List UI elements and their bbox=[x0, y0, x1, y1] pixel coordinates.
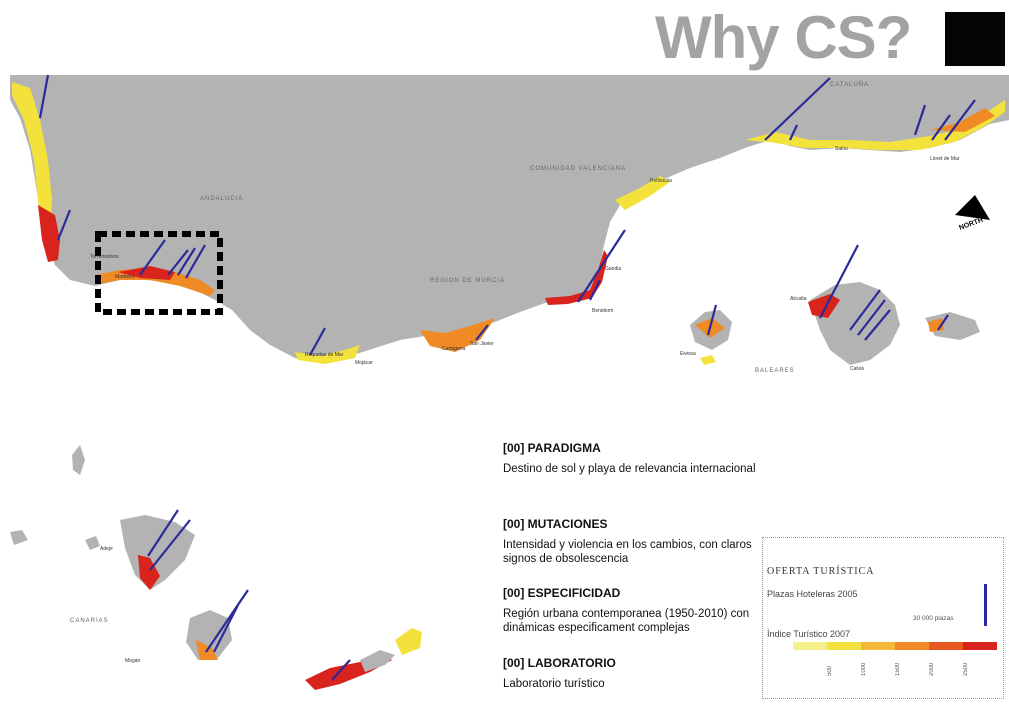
legend-bar-symbol bbox=[984, 584, 987, 626]
section-body: Intensidad y violencia en los cambios, c… bbox=[503, 539, 752, 565]
place-salou: Salou bbox=[835, 146, 848, 152]
north-arrow: NORTH bbox=[955, 195, 990, 232]
place-peniscola: Peñíscola bbox=[650, 178, 672, 184]
island-hierro bbox=[10, 530, 28, 545]
mainland-spain bbox=[10, 75, 1009, 362]
place-manga: San Javier bbox=[470, 341, 494, 347]
section-heading: [00] PARADIGMA bbox=[503, 441, 601, 455]
coast-strip-murcia bbox=[420, 318, 495, 352]
place-roquetas: Roquetas de Mar bbox=[305, 352, 344, 358]
legend-plazas-value: 30 000 plazas bbox=[913, 615, 954, 622]
island-tenerife-coast bbox=[138, 555, 160, 590]
ramp-step bbox=[793, 642, 827, 650]
legend-tick: 2000 bbox=[929, 662, 935, 676]
region-baleares: BALEARES bbox=[755, 368, 795, 374]
map-legend: OFERTA TURÍSTICA Plazas Hoteleras 2005 3… bbox=[762, 537, 1004, 699]
place-cartagena: Cartagena bbox=[442, 346, 466, 352]
island-fuerteventura-grey bbox=[360, 650, 395, 672]
coast-strip-cadiz bbox=[38, 205, 60, 262]
ramp-step bbox=[963, 642, 997, 650]
legend-title: OFERTA TURÍSTICA bbox=[767, 566, 875, 577]
coast-strip-huelva bbox=[12, 82, 52, 235]
coast-strip-alicante bbox=[545, 250, 608, 305]
place-gandia: Gandia bbox=[605, 266, 621, 272]
place-ibiza: Eivissa bbox=[680, 351, 696, 357]
legend-tick: 1500 bbox=[895, 662, 901, 676]
legend-plazas-label: Plazas Hoteleras 2005 bbox=[767, 589, 858, 599]
north-label: NORTH bbox=[958, 217, 984, 232]
ramp-step bbox=[929, 642, 963, 650]
section-paradigma: [00] PARADIGMA Destino de sol y playa de… bbox=[503, 441, 763, 476]
ramp-step bbox=[861, 642, 895, 650]
place-adeje: Adeje bbox=[100, 546, 113, 552]
section-especificidad: [00] ESPECIFICIDAD Región urbana contemp… bbox=[503, 586, 763, 635]
section-laboratorio: [00] LABORATORIO Laboratorio turístico bbox=[503, 656, 763, 691]
region-murcia: REGION DE MURCIA bbox=[430, 278, 505, 284]
legend-tick: 2500 bbox=[963, 662, 969, 676]
legend-tick: 1000 bbox=[861, 662, 867, 676]
section-heading: [00] ESPECIFICIDAD bbox=[503, 586, 621, 600]
place-benidorm: Benidorm bbox=[592, 308, 613, 314]
region-canarias: CANARIAS bbox=[70, 618, 109, 624]
island-gomera bbox=[85, 536, 100, 550]
page-title: Why CS? bbox=[655, 4, 912, 71]
region-valenciana: COMUNIDAD VALENCIANA bbox=[530, 166, 626, 172]
island-tenerife bbox=[120, 515, 195, 590]
coast-strip-almeria bbox=[295, 345, 360, 364]
section-heading: [00] LABORATORIO bbox=[503, 656, 616, 670]
place-calvia: Calvià bbox=[850, 366, 864, 372]
coast-map: ANDALUCIA COMUNIDAD VALENCIANA REGION DE… bbox=[10, 74, 1009, 690]
place-lloret: Lloret de Mar bbox=[930, 156, 960, 162]
coast-strip-castellon bbox=[615, 176, 670, 210]
place-mojacar: Mojácar bbox=[355, 360, 373, 366]
region-cataluna: CATALUÑA bbox=[830, 81, 869, 88]
place-marbella: Marbella bbox=[115, 274, 134, 280]
legend-ticks: 500 1000 1500 2000 2500 bbox=[793, 654, 997, 676]
section-body: Región urbana contemporanea (1950-2010) … bbox=[503, 608, 750, 634]
island-lapalma bbox=[72, 445, 85, 475]
legend-color-ramp bbox=[793, 642, 997, 650]
region-andalucia: ANDALUCIA bbox=[200, 196, 243, 202]
coast-strip-catalonia-red bbox=[930, 108, 995, 132]
section-heading: [00] MUTACIONES bbox=[503, 517, 608, 531]
highlight-costa-del-sol-box bbox=[95, 231, 223, 315]
place-torremolinos: Torremolinos bbox=[90, 254, 119, 260]
legend-indice-label: Índice Turístico 2007 bbox=[767, 629, 851, 639]
ramp-step bbox=[895, 642, 929, 650]
ramp-step bbox=[827, 642, 861, 650]
section-body: Laboratorio turístico bbox=[503, 678, 605, 690]
island-lanzarote bbox=[395, 628, 422, 655]
island-mallorca-coast bbox=[808, 294, 840, 318]
island-formentera bbox=[700, 355, 716, 365]
section-mutaciones: [00] MUTACIONES Intensidad y violencia e… bbox=[503, 517, 763, 566]
section-body: Destino de sol y playa de relevancia int… bbox=[503, 463, 756, 475]
place-alcudia: Alcudia bbox=[790, 296, 807, 302]
legend-tick: 500 bbox=[827, 665, 833, 676]
hotel-bars bbox=[38, 74, 976, 681]
title-black-square bbox=[945, 12, 1005, 66]
coast-strip-costa-sol bbox=[95, 268, 215, 296]
coast-strip-catalonia bbox=[745, 100, 1005, 150]
place-mogan: Mogán bbox=[125, 658, 141, 664]
coast-strip-marbella bbox=[118, 266, 175, 280]
